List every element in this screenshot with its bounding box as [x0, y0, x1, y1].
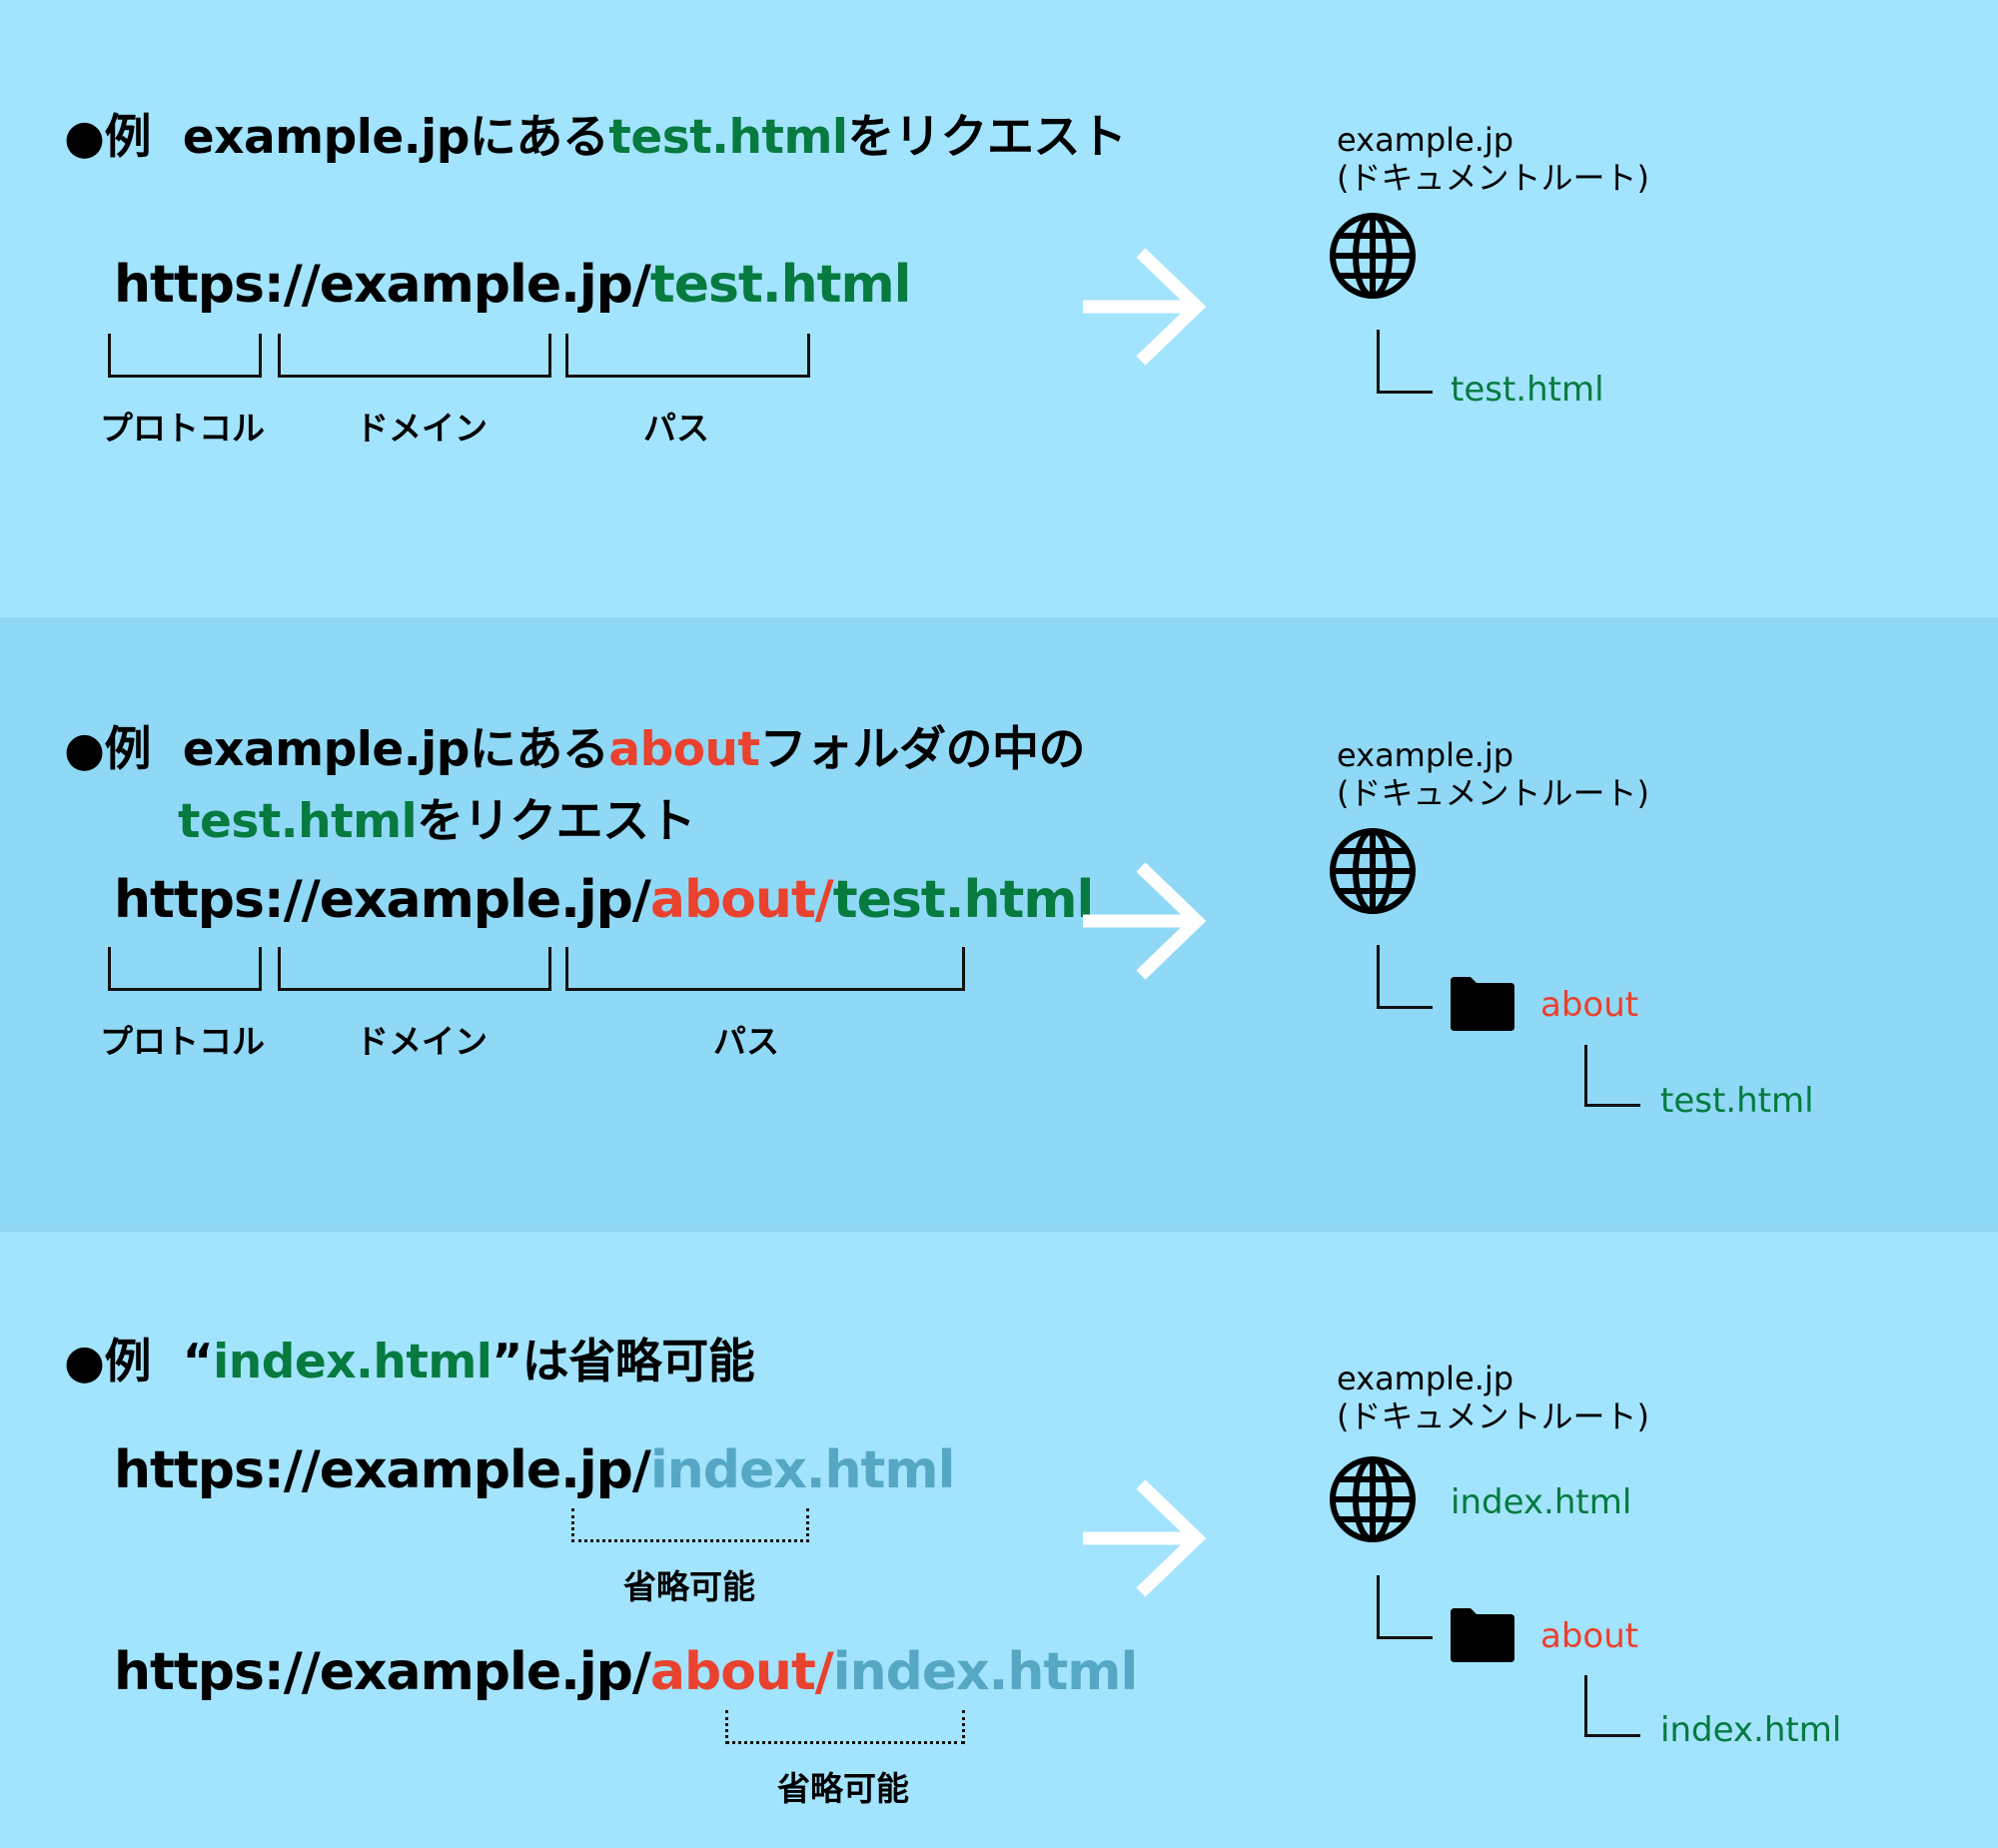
tree-connector [1377, 1575, 1433, 1639]
title-highlight-folder: about [608, 722, 760, 777]
arrow-right-icon [1083, 248, 1207, 366]
title-bullet: ●例 [64, 110, 152, 165]
document-root-note: (ドキュメントルート) [1337, 774, 1649, 812]
file-index-html: index.html [1451, 1482, 1632, 1522]
root-domain-label: example.jp (ドキュメントルート) [1337, 1360, 1649, 1435]
protocol-label: プロトコル [100, 1022, 265, 1061]
section-2-url: https://example.jp/about/test.html [114, 870, 1095, 930]
title-highlight-file: index.html [213, 1335, 493, 1389]
folder-about: about [1540, 985, 1639, 1025]
section-3-background [0, 1232, 1998, 1848]
omittable-bracket [725, 1710, 965, 1744]
title-bullet: ●例 [64, 1335, 152, 1389]
path-label: パス [643, 409, 709, 448]
url-path-file: test.html [832, 870, 1095, 930]
url-path-file: test.html [649, 255, 912, 315]
omittable-bracket [571, 1508, 809, 1542]
url-base: https://example.jp/ [114, 1440, 651, 1500]
domain-label: ドメイン [356, 1022, 488, 1061]
title-bullet: ●例 [64, 722, 152, 777]
root-domain-label: example.jp (ドキュメントルート) [1337, 736, 1649, 812]
tree-connector [1377, 945, 1433, 1009]
arrow-right-icon [1083, 1479, 1207, 1597]
domain-bracket [278, 334, 551, 378]
url-base: https://example.jp/ [114, 870, 651, 930]
file-test-html: test.html [1660, 1081, 1814, 1121]
document-root-note: (ドキュメントルート) [1337, 159, 1649, 197]
url-omittable-file: index.html [832, 1642, 1139, 1702]
url-path-folder: about/ [649, 1642, 834, 1702]
section-2-background [0, 617, 1998, 1232]
globe-icon [1330, 828, 1416, 914]
tree-connector [1377, 330, 1433, 394]
omittable-label: 省略可能 [777, 1769, 909, 1808]
url-omittable-file: index.html [649, 1440, 956, 1500]
arrow-right-icon [1083, 862, 1207, 980]
section-1-url: https://example.jp/test.html [114, 255, 912, 315]
protocol-bracket [108, 334, 262, 378]
domain-label: ドメイン [356, 409, 488, 448]
url-base: https://example.jp/ [114, 255, 651, 315]
path-label: パス [713, 1022, 779, 1061]
globe-icon [1330, 213, 1416, 299]
omittable-label: 省略可能 [623, 1567, 755, 1606]
document-root-note: (ドキュメントルート) [1337, 1397, 1649, 1435]
globe-icon [1330, 1456, 1416, 1542]
file-index-html: index.html [1660, 1710, 1842, 1750]
section-3-title: ●例 “index.html”は省略可能 [64, 1335, 755, 1389]
path-bracket [565, 334, 810, 378]
section-1-title: ●例 example.jpにあるtest.htmlをリクエスト [64, 110, 1127, 165]
url-base: https://example.jp/ [114, 1642, 651, 1702]
section-2-title: ●例 example.jpにあるaboutフォルダの中の test.htmlをリ… [64, 722, 1085, 849]
protocol-label: プロトコル [100, 409, 265, 448]
path-bracket [565, 947, 965, 991]
file-test-html: test.html [1451, 370, 1604, 410]
url-path-folder: about/ [649, 870, 834, 930]
title-highlight-file: test.html [608, 110, 848, 165]
folder-icon [1451, 1608, 1514, 1662]
tree-connector [1584, 1675, 1640, 1737]
folder-about: about [1540, 1616, 1639, 1656]
tree-connector [1584, 1045, 1640, 1107]
root-domain-label: example.jp (ドキュメントルート) [1337, 121, 1649, 197]
section-3-url-2: https://example.jp/about/index.html [114, 1642, 1139, 1702]
domain-bracket [278, 947, 551, 991]
protocol-bracket [108, 947, 262, 991]
section-3-url-1: https://example.jp/index.html [114, 1440, 956, 1500]
section-1-background [0, 0, 1998, 617]
folder-icon [1451, 977, 1514, 1031]
title-highlight-file: test.html [178, 794, 418, 849]
